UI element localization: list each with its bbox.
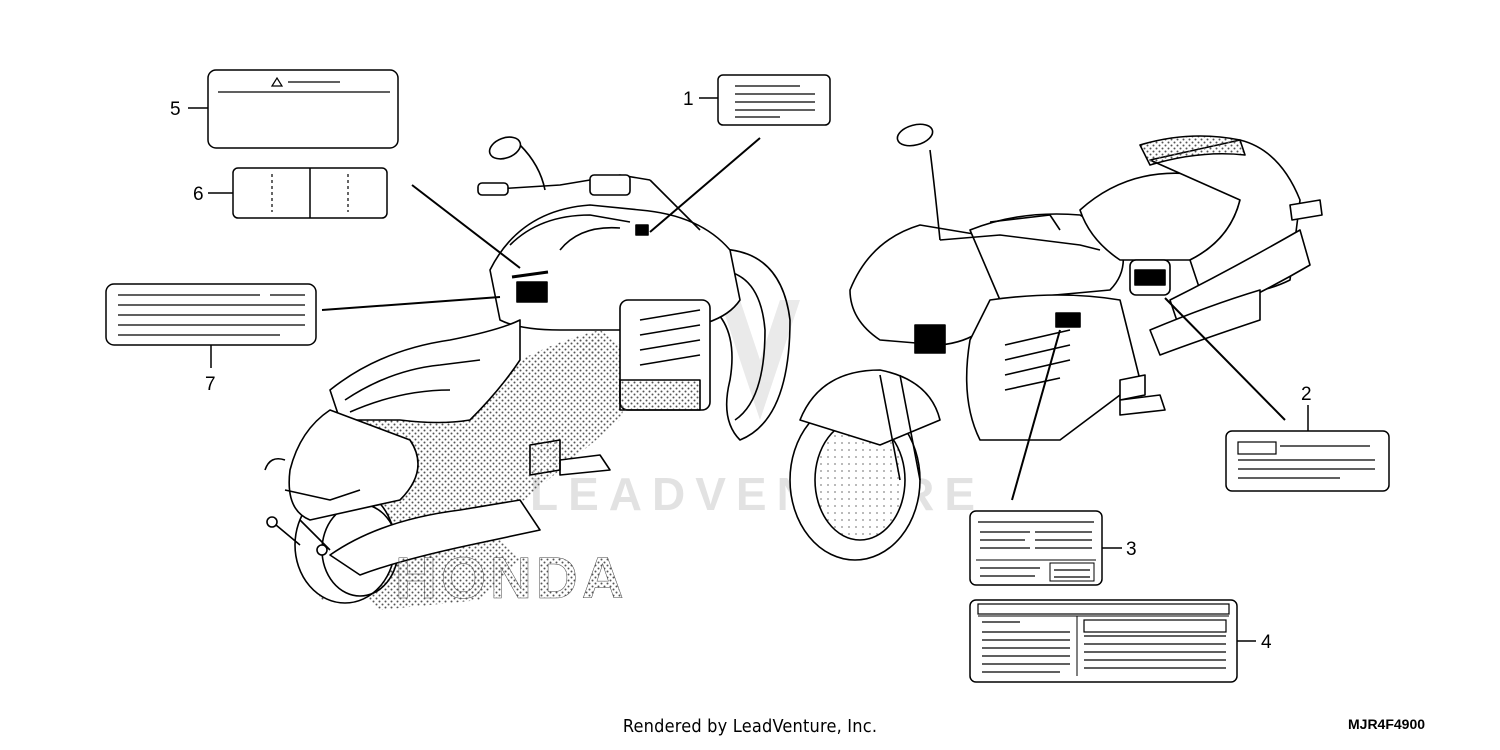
label-2-info bbox=[1164, 297, 1390, 492]
motorcycle-rear-view bbox=[264, 136, 791, 610]
callout-2: 2 bbox=[1301, 384, 1312, 405]
tank-label-marker bbox=[516, 281, 548, 303]
callout-5: 5 bbox=[170, 99, 181, 120]
label-1-caution bbox=[649, 74, 831, 233]
label-3-tire-info bbox=[969, 329, 1122, 586]
label-4-emission bbox=[969, 599, 1256, 683]
motorcycle-front-view bbox=[789, 123, 1323, 561]
honda-brand-text: HONDA bbox=[395, 546, 628, 611]
callout-3: 3 bbox=[1126, 539, 1137, 560]
callout-1: 1 bbox=[683, 89, 694, 110]
label-5-warning bbox=[188, 69, 521, 269]
label-6-tag bbox=[208, 167, 388, 219]
callout-7: 7 bbox=[205, 374, 216, 395]
callout-6: 6 bbox=[193, 184, 204, 205]
part-code: MJR4F4900 bbox=[1348, 716, 1426, 732]
callout-4: 4 bbox=[1261, 632, 1272, 653]
rendered-by-caption: Rendered by LeadVenture, Inc. bbox=[622, 716, 878, 737]
label-7-info bbox=[105, 283, 501, 368]
